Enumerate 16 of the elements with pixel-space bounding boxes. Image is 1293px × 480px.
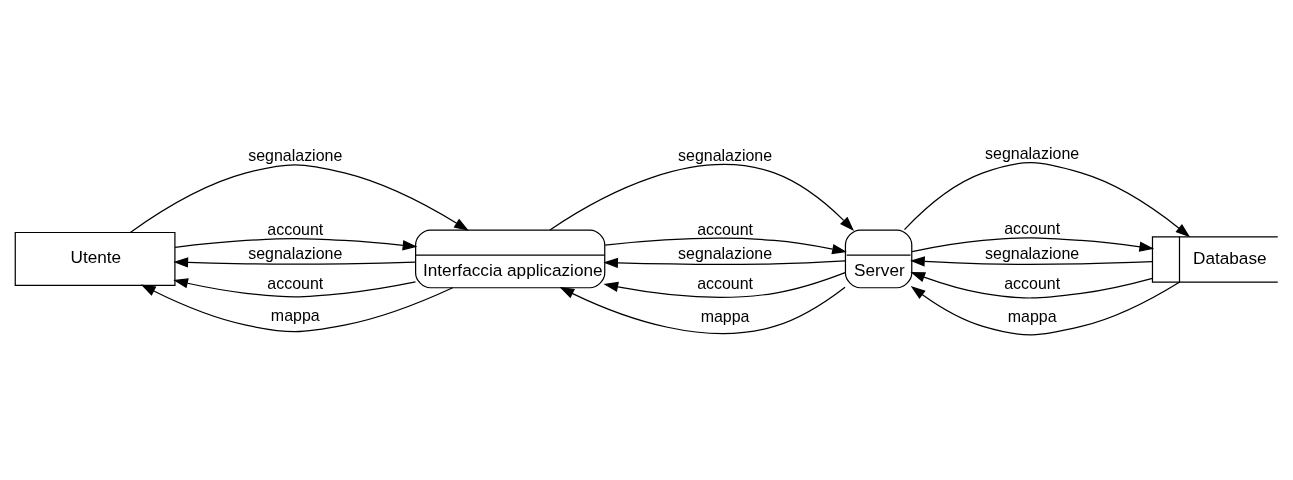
edge-label: segnalazione: [248, 244, 343, 262]
edge-label: segnalazione: [678, 146, 773, 164]
node-text: Database: [1193, 247, 1267, 268]
edge-label: segnalazione: [985, 244, 1080, 262]
edge-label: account: [1004, 274, 1061, 292]
edge-label: mappa: [1007, 307, 1057, 325]
edge-label: mappa: [700, 307, 750, 325]
edge-label: account: [697, 274, 754, 292]
edge-label: segnalazione: [248, 146, 343, 164]
edge-label: account: [1004, 219, 1061, 237]
edge-label: account: [267, 220, 324, 238]
edge-label: segnalazione: [985, 144, 1080, 162]
edge-label: account: [267, 274, 324, 292]
edge-label: segnalazione: [678, 244, 773, 262]
edge-label: mappa: [270, 306, 320, 324]
edge-label: account: [697, 220, 754, 238]
